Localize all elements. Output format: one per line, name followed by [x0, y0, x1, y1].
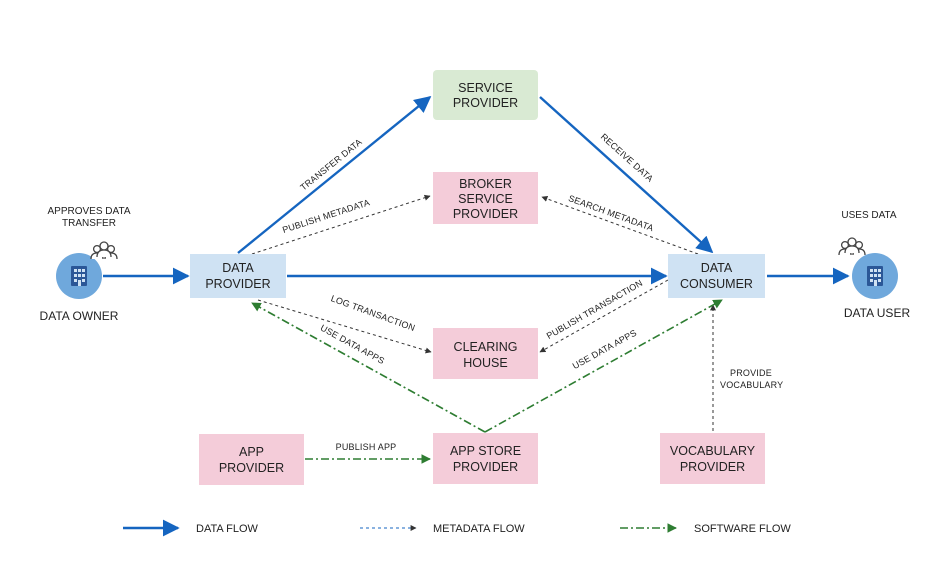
people-icon	[90, 241, 118, 260]
label-publish-app: PUBLISH APP	[336, 442, 397, 452]
label-provide-vocabulary-2: VOCABULARY	[720, 380, 783, 390]
data-owner-label: DATA OWNER	[40, 309, 119, 323]
clearing-house-line-2: HOUSE	[463, 356, 507, 370]
data-user-label: DATA USER	[844, 306, 911, 320]
app-provider-line-2: PROVIDER	[219, 461, 284, 475]
app-store-provider-line-1: APP STORE	[450, 444, 521, 458]
vocabulary-provider-box: VOCABULARY PROVIDER	[660, 433, 765, 484]
edge-publish-metadata	[251, 194, 431, 255]
data-user-note: USES DATA	[841, 210, 897, 221]
app-provider-box: APP PROVIDER	[199, 434, 304, 485]
broker-service-provider-box: BROKER SERVICE PROVIDER	[433, 172, 538, 224]
label-transfer-data: TRANSFER DATA	[298, 137, 364, 193]
data-provider-box: DATA PROVIDER	[190, 254, 286, 298]
vocabulary-provider-line-2: PROVIDER	[680, 460, 745, 474]
edge-publish-transaction	[539, 279, 669, 353]
app-store-provider-box: APP STORE PROVIDER	[433, 433, 538, 484]
legend: DATA FLOW METADATA FLOW SOFTWARE FLOW	[123, 519, 791, 537]
edge-search-metadata	[541, 196, 699, 255]
data-consumer-line-2: CONSUMER	[680, 277, 753, 291]
broker-line-2: SERVICE	[458, 192, 513, 206]
edge-use-data-apps-left	[251, 302, 486, 433]
vocabulary-provider-line-1: VOCABULARY	[670, 444, 756, 458]
app-store-provider-line-2: PROVIDER	[453, 460, 518, 474]
broker-line-3: PROVIDER	[453, 207, 518, 221]
building-icon	[71, 266, 87, 286]
app-provider-line-1: APP	[239, 445, 264, 459]
edge-receive-data	[539, 96, 714, 254]
label-search-metadata: SEARCH METADATA	[567, 193, 655, 233]
edge-log-transaction	[257, 299, 432, 354]
data-consumer-line-1: DATA	[701, 261, 733, 275]
label-log-transaction: LOG TRANSACTION	[330, 293, 417, 333]
service-provider-box: SERVICE PROVIDER	[433, 70, 538, 120]
data-provider-line-2: PROVIDER	[205, 277, 270, 291]
service-provider-line-2: PROVIDER	[453, 96, 518, 110]
data-user-actor: USES DATA DATA USER	[838, 210, 911, 320]
legend-metadata-flow-label: METADATA FLOW	[433, 523, 525, 535]
legend-data-flow-label: DATA FLOW	[196, 523, 259, 535]
label-use-data-apps-right: USE DATA APPS	[571, 328, 639, 372]
data-consumer-box: DATA CONSUMER	[668, 254, 765, 298]
edge-transfer-data	[237, 95, 432, 254]
data-owner-note-line-2: TRANSFER	[62, 218, 116, 229]
clearing-house-line-1: CLEARING	[454, 340, 518, 354]
clearing-house-box: CLEARING HOUSE	[433, 328, 538, 379]
building-icon	[867, 266, 883, 286]
data-owner-note-line-1: APPROVES DATA	[48, 206, 131, 217]
data-provider-line-1: DATA	[222, 261, 254, 275]
label-provide-vocabulary-1: PROVIDE	[730, 368, 772, 378]
legend-software-flow-label: SOFTWARE FLOW	[694, 523, 791, 535]
data-owner-actor: APPROVES DATA TRANSFER DATA OWNER	[40, 206, 131, 323]
broker-line-1: BROKER	[459, 177, 512, 191]
edge-use-data-apps-right	[484, 299, 723, 433]
people-icon	[838, 237, 866, 256]
label-use-data-apps-left: USE DATA APPS	[319, 323, 387, 367]
service-provider-line-1: SERVICE	[458, 81, 513, 95]
